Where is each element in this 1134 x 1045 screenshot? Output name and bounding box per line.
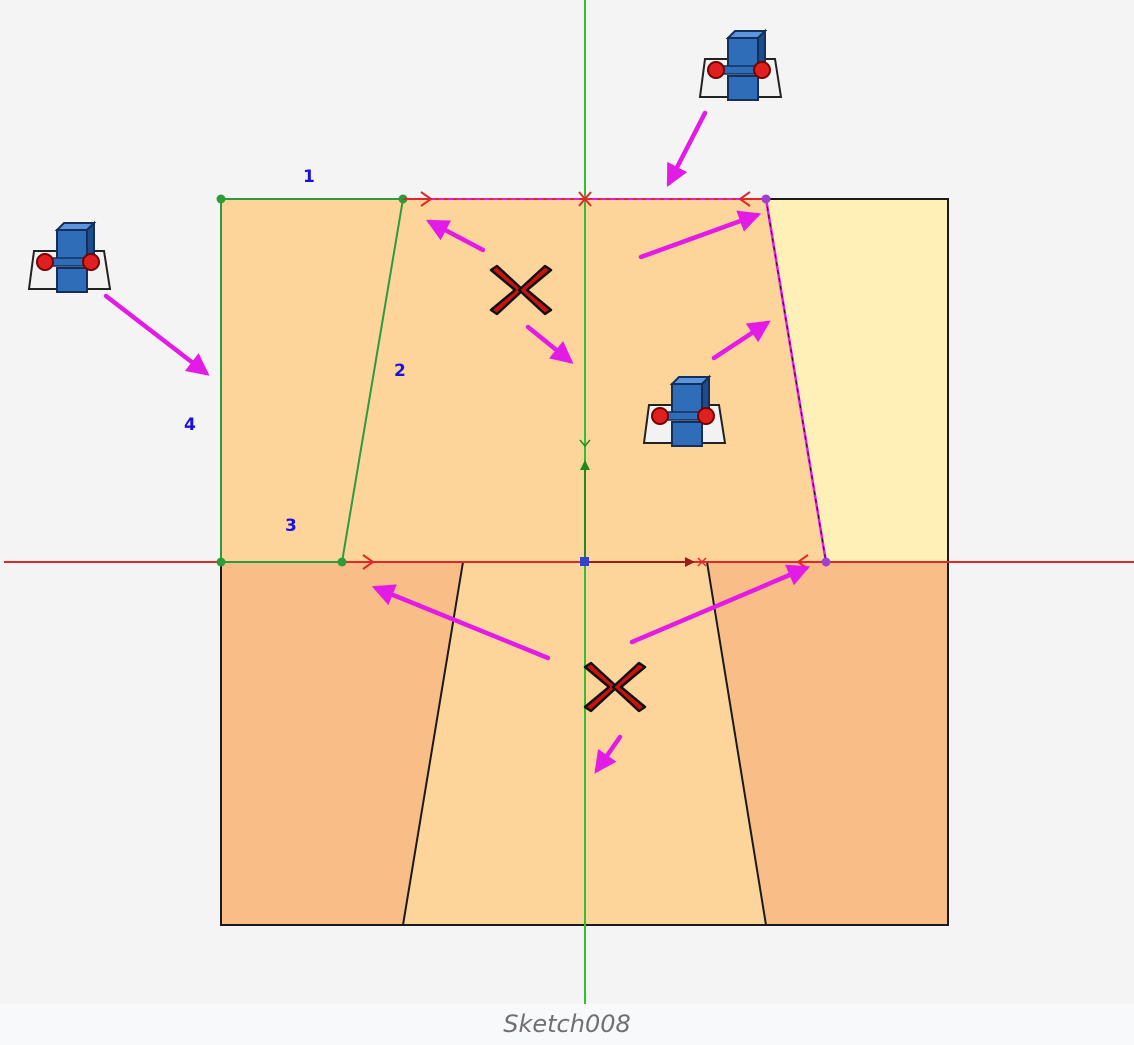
origin-markers [579,439,707,567]
faces [221,199,948,925]
face-bottom-right [707,562,948,925]
face-bottom-left [221,562,463,925]
fixed-constraint-icon[interactable] [699,30,782,101]
edge-label-2: 2 [394,361,406,381]
edge-label-1: 1 [303,167,315,187]
line-direction-markers [362,191,809,570]
edge-2 [341,198,404,563]
hint-arrows [103,110,811,774]
face-right [768,199,948,562]
edge-label-4: 4 [184,415,196,435]
sketch-caption: Sketch008 [503,1010,631,1038]
sketch-vertices-green[interactable] [216,194,408,567]
sketch-canvas[interactable]: 1 2 3 4 [0,0,1134,1004]
sketch-edges-green[interactable] [220,198,404,563]
model-outline [220,198,949,926]
edge-number-labels: 1 2 3 4 [184,167,406,536]
purple-vertices[interactable] [761,194,831,567]
edge-label-3: 3 [285,516,297,536]
fixed-constraint-icon[interactable] [28,222,111,293]
